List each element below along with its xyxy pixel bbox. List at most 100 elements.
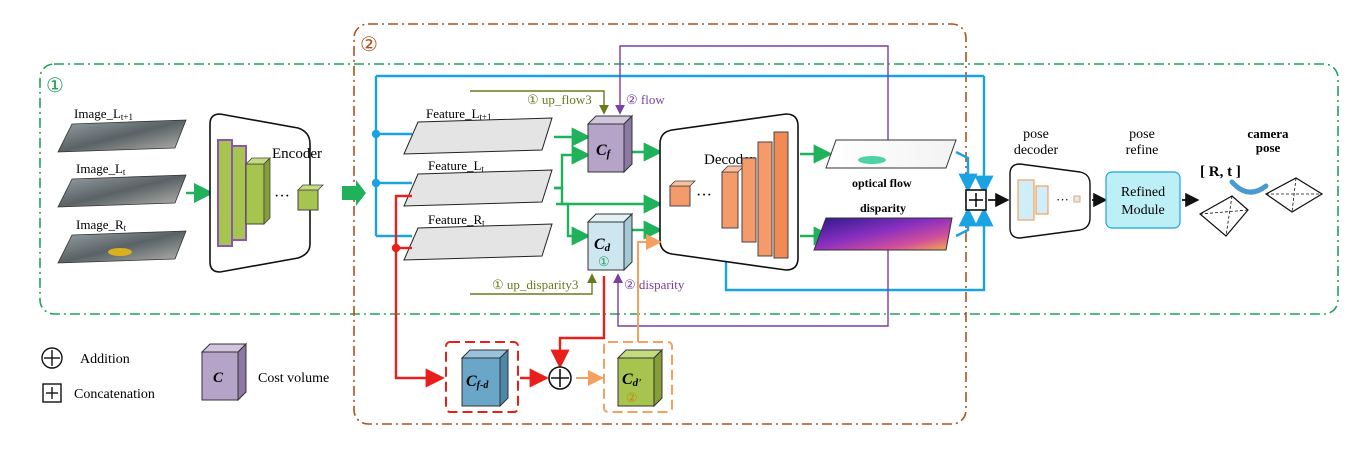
concatenation-node [965,189,1010,211]
legend: Addition Concatenation C Cost volume [41,342,329,403]
decoder-layer-3 [741,157,757,243]
blue-disp-to-concat [955,207,978,238]
encoder: ··· Encoder [209,113,366,273]
feature-l-map [403,169,553,207]
pose-decoder-layer-3 [1073,195,1081,203]
refined-module-line2: Module [1121,203,1165,218]
blue-flow-to-concat [955,150,978,193]
disparity-map [813,217,953,251]
camera-pose-formula: [ R, t ] [1200,164,1241,180]
pose-decoder: pose decoder ··· [1009,127,1108,239]
up-flow-label: ① up_flow3 [527,92,592,107]
red-connections [391,194,606,388]
output-disparity: disparity [813,201,953,251]
camera-pose-line2: pose [1256,140,1281,155]
green-feat-l-to-cf [554,145,591,190]
blue-decoder-bottom [724,207,994,292]
cfd-label: Cf-d [466,373,489,391]
cd-marker: ① [598,254,610,269]
image-l-next-label: Image_Lt+1 [74,106,133,122]
output-optical-flow: optical flow [825,139,957,190]
cost-volume-cd-prime: Cd' ② [603,341,673,413]
cd-label: Cd [594,236,611,254]
legend-addition-label: Addition [80,352,130,367]
up-flow-line [470,90,609,115]
input-images: Image_Lt+1 Image_Lt Image_Rt [57,106,214,264]
flow-feedback-line [615,45,889,166]
decoder-layer-1-top [669,180,696,187]
camera-pose: camera pose [ R, t ] [1198,126,1324,237]
cost-volume-cf: Cf [586,114,634,174]
blue-junction-2 [371,178,381,188]
decoder-layer-4 [757,141,773,257]
legend-concatenation-label: Concatenation [74,387,155,402]
image-l-next: Image_Lt+1 [57,106,187,153]
orange-connections [576,234,662,386]
pose-refine-line2: refine [1126,143,1159,158]
decoder: Decoder ··· [659,113,799,271]
cf-label: Cf [596,142,612,160]
encoder-layer-2 [231,145,247,241]
blue-connections [371,74,994,292]
purple-signals [613,45,889,327]
encoder-layer-3 [245,163,265,225]
image-r-label: Image_Rt [76,217,127,233]
feature-maps: Feature_Lt+1 Feature_Lt Feature_Rt [403,106,553,261]
refined-module-line1: Refined [1121,185,1165,200]
disparity-output-label: disparity [860,201,906,215]
encoder-output-arrow [342,180,366,206]
encoder-label: Encoder [272,146,322,162]
green-connections [554,127,833,246]
camera-pose-line1: camera [1247,126,1289,141]
legend-concatenation: Concatenation [42,383,155,403]
feature-l-label: Feature_Lt [428,158,484,174]
pose-decoder-ellipsis: ··· [1056,192,1069,207]
region-2-marker: ② [360,34,378,56]
pose-decoder-layer-1 [1017,179,1035,221]
rotation-arrow-icon [1229,179,1269,195]
cost-volume-cd: Cd ① [586,212,634,272]
up-disparity-line [470,273,597,295]
feature-r-label: Feature_Rt [428,212,485,228]
encoder-layer-4-top [297,184,324,191]
refined-module-box [1105,171,1181,229]
pose-decoder-layer-2 [1035,185,1049,215]
blue-junction-1 [371,129,381,139]
region-2: ② [353,23,967,425]
cd2-side [653,348,663,408]
image-l-label: Image_Lt [76,161,126,177]
cost-volume-icon [201,351,239,401]
cf-side [623,114,633,174]
red-cd-to-add [550,276,606,369]
feature-l-next-map [403,117,553,155]
decoder-ellipsis: ··· [696,187,712,204]
cf-front [587,123,625,173]
cd2-marker: ② [626,390,638,405]
red-features-to-cfd [394,194,445,388]
up-disparity-label: ① up_disparity3 [492,277,578,292]
encoder-layer-1 [217,139,233,247]
orange-cd2-to-decoder [637,234,662,342]
car-icon [108,248,132,256]
disparity-feedback-line [613,240,889,327]
image-l: Image_Lt [57,161,187,208]
legend-cost-volume-label: Cost volume [258,371,329,386]
cd-side [623,212,633,272]
camera-frustum-left [1198,195,1249,237]
region-1-frame [39,63,1339,315]
optical-flow-label: optical flow [852,176,912,190]
legend-cost-volume: C Cost volume [200,342,329,402]
pose-decoder-line1: pose [1023,127,1049,142]
cfd-front [461,357,501,407]
cd2-label: Cd' [622,371,641,389]
feature-r-map [403,223,553,261]
encoder-layer-4 [297,189,319,211]
cost-volume-cfd: Cf-d [445,341,519,413]
flow-feedback-label: ② flow [626,92,665,107]
legend-addition: Addition [41,347,130,369]
cfd-dashed-frame [445,341,519,413]
encoder-layer-3-side [263,157,271,225]
cd2-dashed-frame [603,341,673,413]
olive-signals [470,90,609,295]
disparity-feedback-label: ② disparity [624,277,685,292]
